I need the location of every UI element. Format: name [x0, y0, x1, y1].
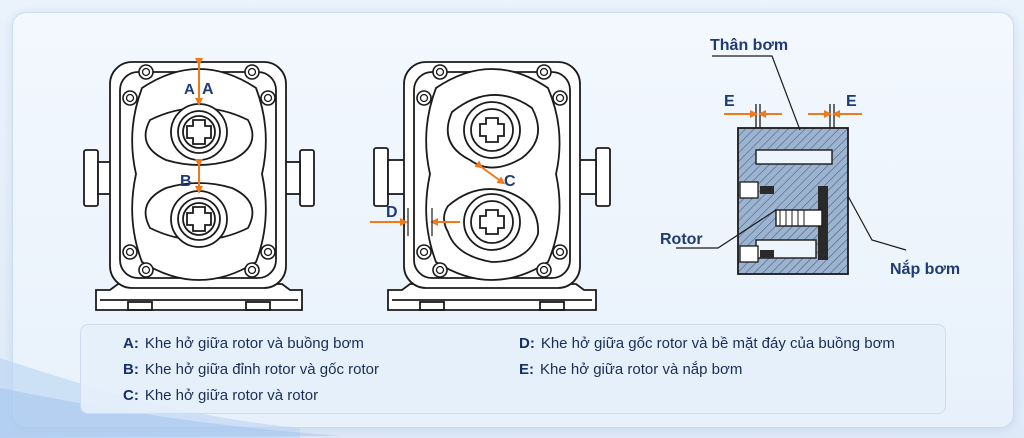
section-leaders — [676, 55, 907, 251]
pump-front-view-middle — [373, 61, 611, 311]
legend-item-c: C: Khe hở giữa rotor và rotor — [123, 387, 318, 404]
label-a: A — [202, 81, 214, 98]
legend-text: Khe hở giữa gốc rotor và bề mặt đáy của … — [540, 335, 895, 352]
pump-front-view-left — [83, 61, 315, 311]
legend-key: C: — [123, 387, 139, 404]
legend-box: A: Khe hở giữa rotor và buồng bơm B: Khe h… — [80, 324, 946, 414]
legend-text: Khe hở giữa rotor và buồng bơm — [144, 335, 364, 352]
label-a-ghost: A — [184, 81, 195, 98]
legend-key: A: — [123, 335, 139, 352]
clearance-c-arrow: C — [474, 160, 516, 190]
legend-item-a: A: Khe hở giữa rotor và buồng bơm — [123, 335, 364, 352]
legend-key: B: — [123, 361, 139, 378]
clearance-b-arrow: B — [180, 159, 203, 194]
clearance-e-arrows: E E — [724, 93, 862, 118]
legend-key: D: — [519, 335, 535, 352]
decorative-wave — [0, 358, 340, 438]
pump-section-view — [737, 104, 849, 275]
legend-item-e: E: Khe hở giữa rotor và nắp bơm — [519, 361, 742, 378]
label-pump-cover: Nắp bơm — [890, 259, 960, 278]
label-pump-body: Thân bơm — [710, 37, 788, 54]
label-d: D — [386, 204, 398, 221]
clearance-a-arrow: A A — [184, 58, 214, 106]
legend-item-d: D: Khe hở giữa gốc rotor và bề mặt đáy củ… — [519, 335, 895, 352]
legend-key: E: — [519, 361, 534, 378]
label-b: B — [180, 173, 192, 190]
legend-item-b: B: Khe hở giữa đỉnh rotor và gốc rotor — [123, 361, 379, 378]
label-c: C — [504, 173, 516, 190]
label-e-left: E — [724, 93, 735, 110]
clearance-d-arrow: D — [370, 204, 460, 236]
legend-text: Khe hở giữa đỉnh rotor và gốc rotor — [144, 361, 379, 378]
legend-text: Khe hở giữa rotor và rotor — [144, 387, 319, 404]
label-e-right: E — [846, 93, 857, 110]
label-rotor: Rotor — [660, 231, 703, 248]
legend-text: Khe hở giữa rotor và nắp bơm — [540, 361, 743, 378]
